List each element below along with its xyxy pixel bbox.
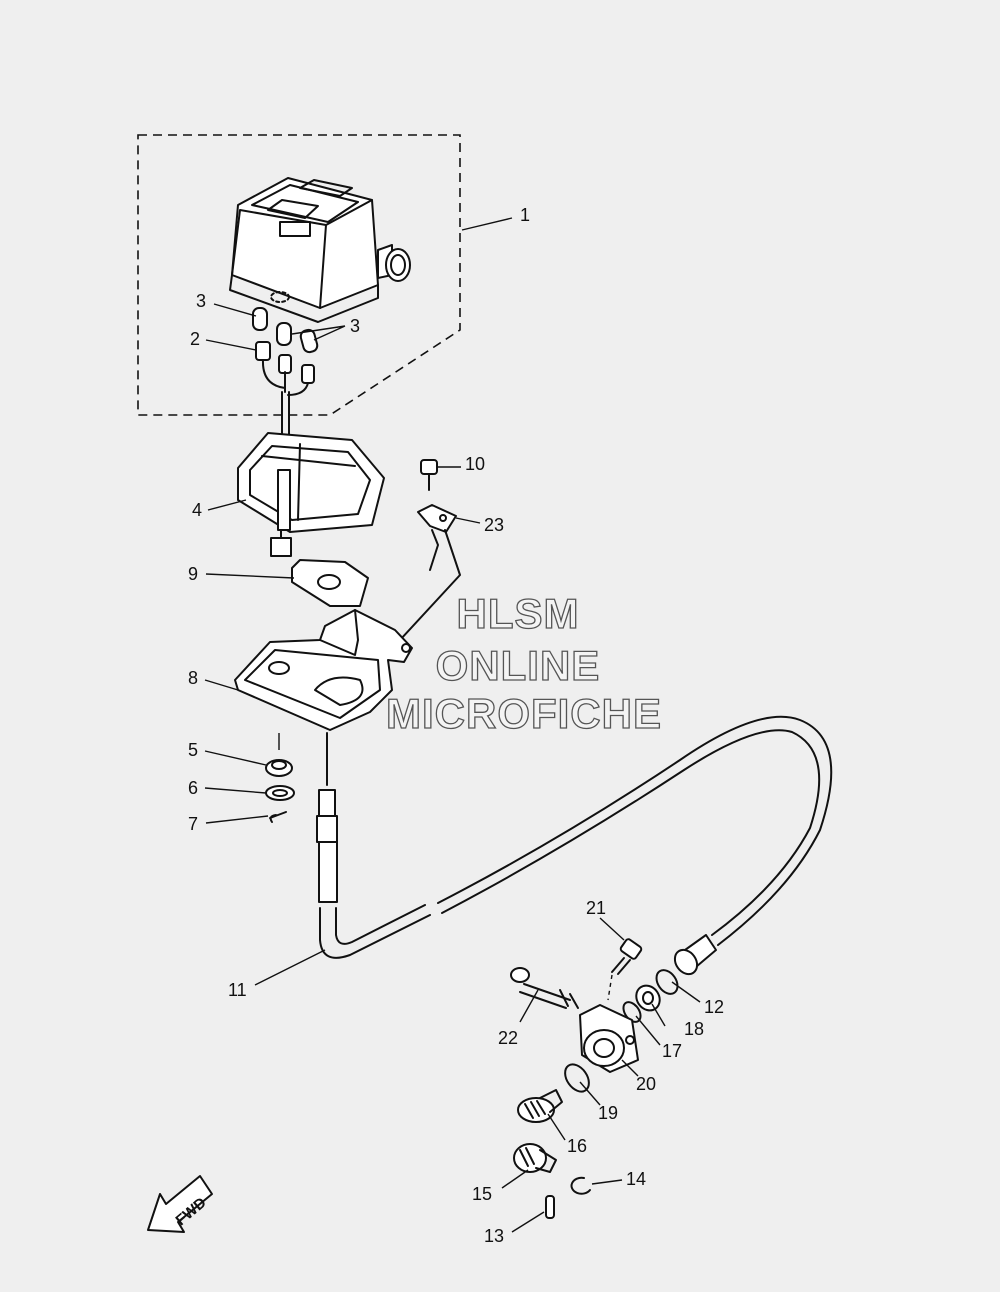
cotter-clip[interactable] [269,811,287,823]
callout-3: 3 [196,291,206,311]
callout-8: 8 [188,668,198,688]
callout-1: 1 [520,205,530,225]
driven-gear[interactable] [513,1143,557,1173]
callout-10: 10 [465,454,485,474]
callout-2: 2 [190,329,200,349]
meter-assembly[interactable] [229,177,411,323]
grommet[interactable] [265,759,293,777]
screw-21[interactable] [607,938,643,1001]
washer[interactable] [265,785,295,801]
o-ring-19[interactable] [560,1060,594,1096]
speedometer-cable[interactable] [316,715,833,979]
callout-5: 5 [188,740,198,760]
watermark: HLSM ONLINE MICROFICHE [385,589,662,737]
callout-16: 16 [567,1136,587,1156]
callout-21: 21 [586,898,606,918]
callout-13: 13 [484,1226,504,1246]
callout-20: 20 [636,1074,656,1094]
meter-bracket[interactable] [234,609,413,731]
callout-22: 22 [498,1028,518,1048]
callout-labels: 1 3 3 2 10 4 23 9 8 5 6 7 21 11 12 18 22… [188,205,724,1246]
washer-17[interactable] [620,999,644,1025]
bulb-socket-harness[interactable] [255,341,315,471]
meter-cover[interactable] [237,432,385,557]
watermark-line-3: MICROFICHE [386,690,662,737]
callout-11: 11 [228,980,247,1000]
callout-6: 6 [188,778,198,798]
drive-gear[interactable] [517,1089,563,1123]
callout-17: 17 [662,1041,682,1061]
gasket-hole [317,574,341,590]
circlip[interactable] [570,1176,591,1195]
gear-housing[interactable] [579,1004,639,1073]
bulb-cover[interactable] [252,307,319,354]
callout-7: 7 [188,814,198,834]
fwd-arrow-icon: FWD [147,1175,213,1233]
bracket[interactable] [399,504,461,641]
callout-4: 4 [192,500,202,520]
callout-9: 9 [188,564,198,584]
watermark-line-2: ONLINE [436,642,601,689]
pin[interactable] [545,1195,555,1219]
gasket-plate[interactable] [291,559,369,607]
watermark-line-1: HLSM [457,590,580,637]
callout-15: 15 [472,1184,492,1204]
callout-18: 18 [684,1019,704,1039]
callout-19: 19 [598,1103,618,1123]
leader-lines [204,217,701,1233]
callout-23: 23 [484,515,504,535]
callout-14: 14 [626,1169,646,1189]
bolt[interactable] [420,459,438,491]
bolt-22[interactable] [510,967,579,1009]
callout-3: 3 [350,316,360,336]
o-ring-12[interactable] [652,966,682,998]
callout-12: 12 [704,997,724,1017]
